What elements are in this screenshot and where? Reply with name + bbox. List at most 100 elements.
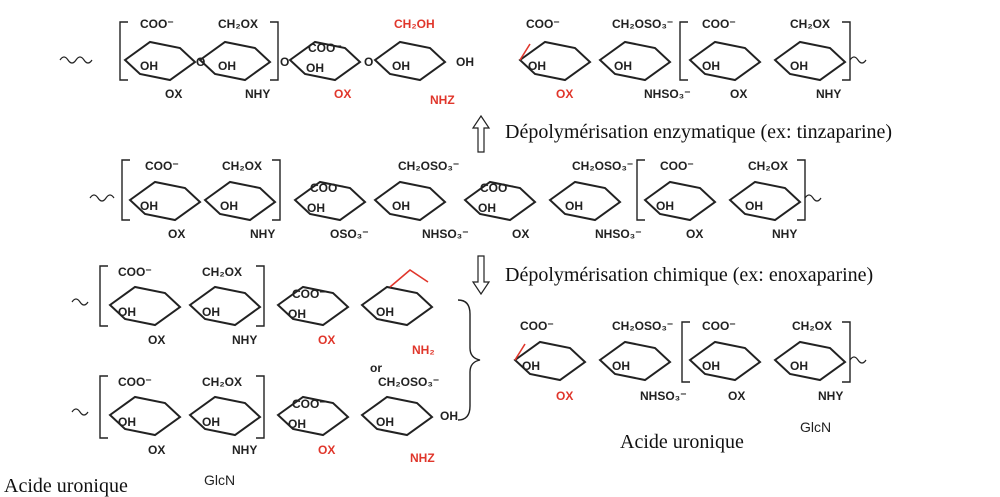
coo-label: COO⁻ bbox=[118, 375, 152, 389]
coo-label: COO⁻ bbox=[702, 17, 736, 31]
oh-label: OH bbox=[376, 415, 394, 429]
nhy-label: NHY bbox=[232, 443, 257, 457]
nh2-label: NH₂ bbox=[412, 343, 435, 357]
structure-alternative: COO⁻ CH₂OX COO⁻ CH₂OSO₃⁻ OH OH OH OH OH … bbox=[71, 375, 458, 465]
oh-label: OH bbox=[306, 61, 324, 75]
oh-label: OH bbox=[614, 59, 632, 73]
ch2oso3-label: CH₂OSO₃⁻ bbox=[378, 375, 439, 389]
structure-top-left: COO⁻ CH₂OX COO⁻ CH₂OH OH OH OH OH OH OX … bbox=[59, 17, 474, 107]
nhz-label: NHZ bbox=[410, 451, 435, 465]
ch2ox-label: CH₂OX bbox=[792, 319, 832, 333]
nhy-label: NHY bbox=[772, 227, 797, 241]
coo-label: COO⁻ bbox=[702, 319, 736, 333]
ox-label: OX bbox=[686, 227, 703, 241]
structure-anhydro: COO⁻ CH₂OX COO⁻ OH OH OH OH OX NHY OX NH… bbox=[71, 265, 435, 357]
caption-acide-uronique-right: Acide uronique bbox=[620, 431, 744, 453]
oh-label: OH bbox=[456, 55, 474, 69]
oh-label: OH bbox=[202, 415, 220, 429]
coo-label: COO⁻ bbox=[480, 181, 514, 195]
structure-bottom-right: COO⁻ CH₂OSO₃⁻ COO⁻ CH₂OX OH OH OH OH OX … bbox=[513, 319, 867, 403]
ox-label: OX bbox=[334, 87, 351, 101]
oh-label: OH bbox=[220, 199, 238, 213]
oh-label: OH bbox=[392, 59, 410, 73]
nhy-label: NHY bbox=[245, 87, 270, 101]
oh-label: OH bbox=[478, 201, 496, 215]
ox-label: OX bbox=[556, 389, 573, 403]
caption-glcn-left: GlcN bbox=[204, 472, 235, 488]
oh-label: OH bbox=[288, 417, 306, 431]
ox-label: OX bbox=[730, 87, 747, 101]
oh-label: OH bbox=[118, 305, 136, 319]
grouping-brace bbox=[457, 299, 481, 421]
coo-label: COO⁻ bbox=[310, 181, 344, 195]
oh-label: OH bbox=[288, 307, 306, 321]
nhso3-label: NHSO₃⁻ bbox=[644, 87, 691, 101]
ch2ox-label: CH₂OX bbox=[202, 265, 242, 279]
ch2ox-label: CH₂OX bbox=[222, 159, 262, 173]
or-label: or bbox=[370, 361, 382, 375]
oh-label: OH bbox=[656, 199, 674, 213]
chemical-arrow bbox=[471, 255, 491, 296]
ox-label: OX bbox=[728, 389, 745, 403]
ch2ox-label: CH₂OX bbox=[790, 17, 830, 31]
structure-top-right: COO⁻ CH₂OSO₃⁻ COO⁻ CH₂OX OH OH OH OH OX … bbox=[518, 17, 867, 101]
ch2oso3-label: CH₂OSO₃⁻ bbox=[398, 159, 459, 173]
coo-label: COO⁻ bbox=[118, 265, 152, 279]
coo-label: COO⁻ bbox=[308, 41, 342, 55]
oh-label: OH bbox=[702, 359, 720, 373]
oh-label: OH bbox=[702, 59, 720, 73]
ox-label: OX bbox=[318, 443, 335, 457]
enzymatic-arrow bbox=[471, 114, 491, 153]
coo-label: COO⁻ bbox=[526, 17, 560, 31]
structure-heparin-chain: COO⁻ CH₂OX COO⁻ CH₂OSO₃⁻ COO⁻ CH₂OSO₃⁻ C… bbox=[89, 159, 822, 241]
ox-label: OX bbox=[556, 87, 573, 101]
oh-label: OH bbox=[440, 409, 458, 423]
oh-label: OH bbox=[218, 59, 236, 73]
nhso3-label: NHSO₃⁻ bbox=[422, 227, 469, 241]
oh-label: OH bbox=[376, 305, 394, 319]
oh-label: OH bbox=[565, 199, 583, 213]
ox-label: OX bbox=[168, 227, 185, 241]
nhy-label: NHY bbox=[232, 333, 257, 347]
oh-label: OH bbox=[745, 199, 763, 213]
nhso3-label: NHSO₃⁻ bbox=[640, 389, 687, 403]
coo-label: COO⁻ bbox=[660, 159, 694, 173]
glycosidic-o: O bbox=[364, 55, 373, 69]
caption-glcn-right: GlcN bbox=[800, 419, 831, 435]
oh-label: OH bbox=[790, 359, 808, 373]
oh-label: OH bbox=[202, 305, 220, 319]
oh-label: OH bbox=[140, 199, 158, 213]
coo-label: COO⁻ bbox=[140, 17, 174, 31]
nhso3-label: NHSO₃⁻ bbox=[595, 227, 642, 241]
ch2oso3-label: CH₂OSO₃⁻ bbox=[572, 159, 633, 173]
oh-label: OH bbox=[118, 415, 136, 429]
glycosidic-o: O bbox=[196, 55, 205, 69]
ox-label: OX bbox=[148, 443, 165, 457]
coo-label: COO⁻ bbox=[145, 159, 179, 173]
oh-label: OH bbox=[612, 359, 630, 373]
coo-label: COO⁻ bbox=[292, 397, 326, 411]
oh-label: OH bbox=[522, 359, 540, 373]
ox-label: OX bbox=[512, 227, 529, 241]
nhz-label: NHZ bbox=[430, 93, 455, 107]
ch2ox-label: CH₂OX bbox=[748, 159, 788, 173]
nhy-label: NHY bbox=[250, 227, 275, 241]
nhy-label: NHY bbox=[818, 389, 843, 403]
coo-label: COO⁻ bbox=[292, 287, 326, 301]
ch2oso3-label: CH₂OSO₃⁻ bbox=[612, 17, 673, 31]
oh-label: OH bbox=[790, 59, 808, 73]
ox-label: OX bbox=[148, 333, 165, 347]
coo-label: COO⁻ bbox=[520, 319, 554, 333]
caption-acide-uronique-left: Acide uronique bbox=[4, 475, 128, 497]
ox-label: OX bbox=[165, 87, 182, 101]
oh-label: OH bbox=[140, 59, 158, 73]
ch2oh-label: CH₂OH bbox=[394, 17, 435, 31]
chemical-label: Dépolymérisation chimique (ex: enoxapari… bbox=[505, 264, 873, 286]
ch2ox-label: CH₂OX bbox=[218, 17, 258, 31]
oh-label: OH bbox=[307, 201, 325, 215]
ch2ox-label: CH₂OX bbox=[202, 375, 242, 389]
oh-label: OH bbox=[528, 59, 546, 73]
oso3-label: OSO₃⁻ bbox=[330, 227, 369, 241]
glycosidic-o: O bbox=[280, 55, 289, 69]
